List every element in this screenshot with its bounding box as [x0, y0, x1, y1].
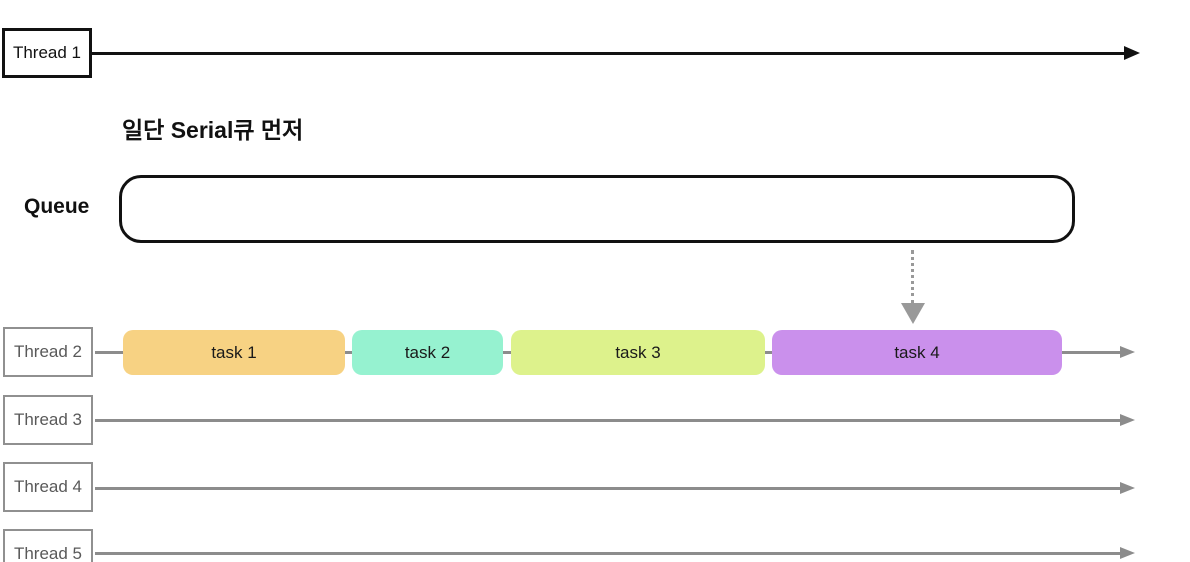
thread-1-timeline [92, 52, 1124, 55]
thread-2-label: Thread 2 [13, 342, 83, 361]
task-4-label: task 4 [894, 343, 940, 362]
thread-1-arrowhead-icon [1124, 46, 1140, 60]
thread-4-box: Thread 4 [3, 462, 93, 512]
thread-3-label: Thread 3 [13, 410, 83, 429]
thread-4-arrowhead-icon [1120, 482, 1135, 494]
thread-5-box: Thread 5 [3, 529, 93, 562]
thread-3-timeline [95, 419, 1120, 422]
dispatch-arrow-line [911, 250, 914, 304]
task-2-block: task 2 [352, 330, 503, 375]
task-1-block: task 1 [123, 330, 345, 375]
thread-1-label: Thread 1 [12, 43, 82, 62]
thread-5-arrowhead-icon [1120, 547, 1135, 559]
task-1-label: task 1 [211, 343, 257, 362]
thread-2-box: Thread 2 [3, 327, 93, 377]
thread-4-label: Thread 4 [13, 477, 83, 496]
thread-3-box: Thread 3 [3, 395, 93, 445]
thread-3-arrowhead-icon [1120, 414, 1135, 426]
thread-1-box: Thread 1 [2, 28, 92, 78]
task-3-block: task 3 [511, 330, 765, 375]
task-4-block: task 4 [772, 330, 1062, 375]
thread-5-timeline [95, 552, 1120, 555]
thread-5-label: Thread 5 [13, 544, 83, 562]
thread-4-timeline [95, 487, 1120, 490]
thread-2-arrowhead-icon [1120, 346, 1135, 358]
queue-box [119, 175, 1075, 243]
queue-label: Queue [24, 195, 90, 218]
task-3-label: task 3 [615, 343, 661, 362]
task-2-label: task 2 [404, 343, 451, 362]
diagram-title: 일단 Serial큐 먼저 [122, 117, 304, 143]
dispatch-arrowhead-icon [901, 303, 925, 324]
